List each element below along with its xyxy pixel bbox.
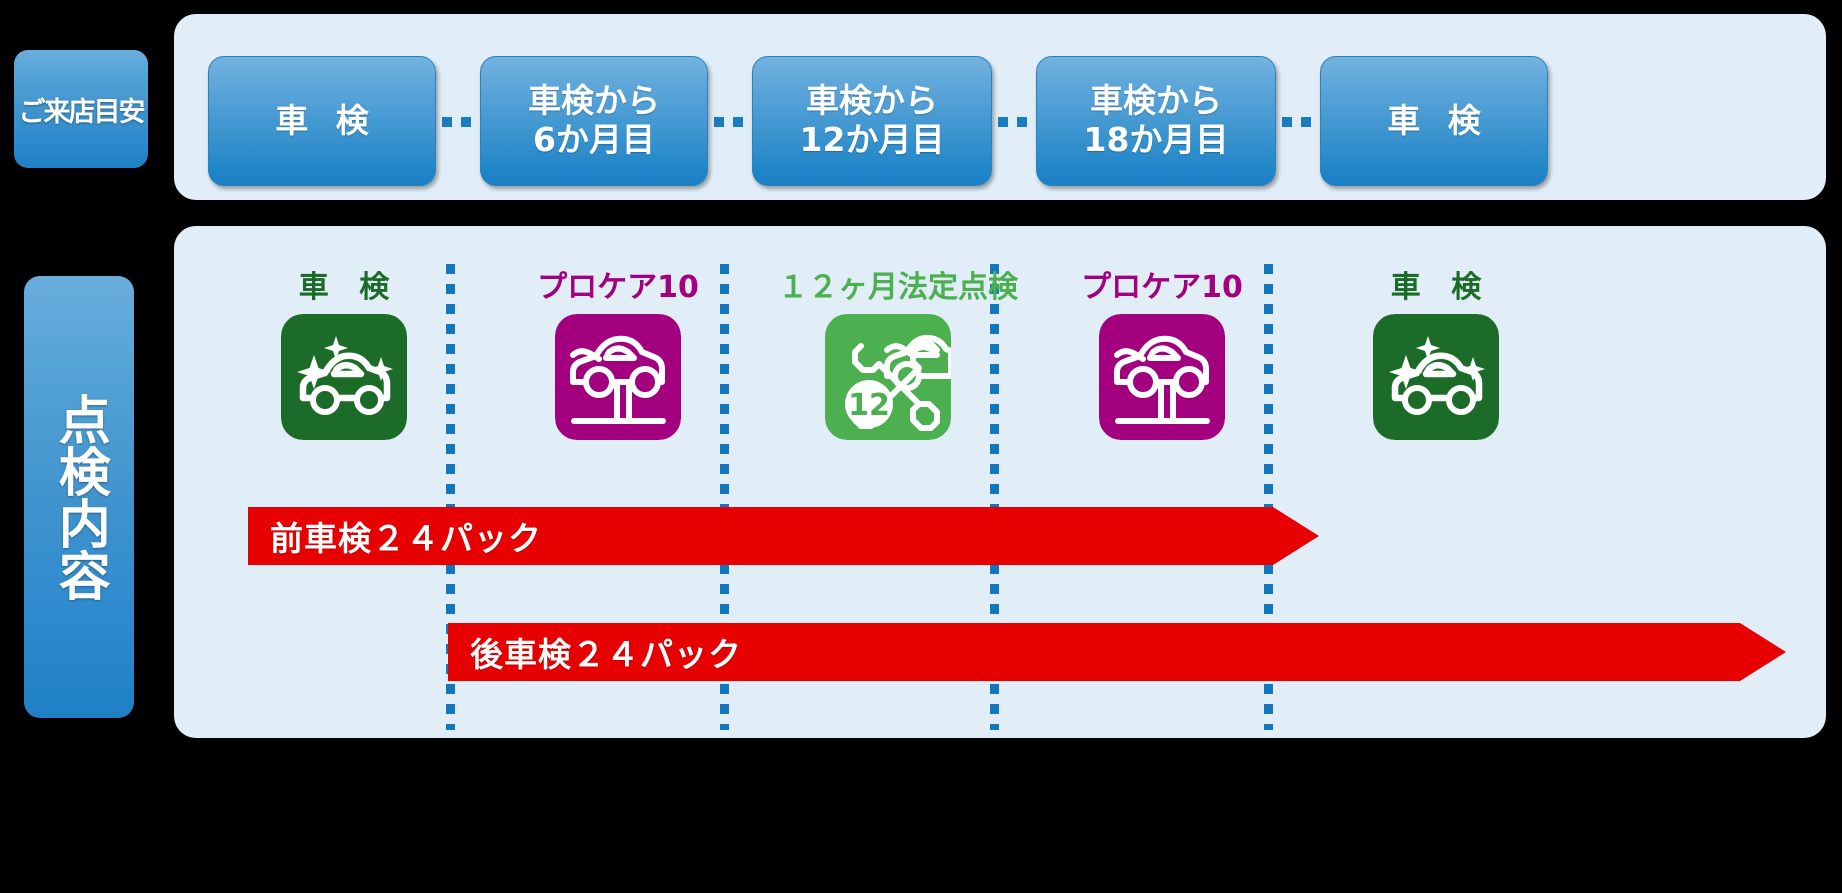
service-item-2-label: プロケア10 — [537, 270, 699, 305]
service-item-5[interactable]: 車 検 — [1326, 262, 1546, 440]
divider-1 — [446, 264, 455, 730]
package-bar-2[interactable]: 後車検２４パック — [448, 623, 1786, 681]
dotted-line-icon — [442, 117, 482, 127]
row-label-inspection-content-text: 点検内容 — [49, 393, 110, 601]
row-label-visit-guide-text: ご来店目安 — [18, 96, 146, 128]
arrow-head-icon — [1273, 507, 1319, 565]
timeline-step-5[interactable]: 車 検 — [1320, 56, 1548, 186]
service-item-4-label: プロケア10 — [1081, 270, 1243, 305]
service-item-1-label: 車 検 — [298, 270, 400, 305]
package-bar-2-label: 後車検２４パック — [448, 623, 1740, 681]
service-item-3-label: １２ヶ月法定点検 — [778, 270, 1018, 305]
svg-text:12: 12 — [848, 388, 890, 423]
divider-3 — [990, 264, 999, 730]
service-content-panel: 車 検 プロケア10 — [174, 226, 1826, 738]
service-item-1[interactable]: 車 検 — [234, 262, 454, 440]
dotted-line-icon — [998, 117, 1038, 127]
dotted-line-icon — [714, 117, 754, 127]
package-bar-1[interactable]: 前車検２４パック — [248, 507, 1319, 565]
timeline-step-1-label: 車 検 — [275, 100, 377, 140]
car-on-lift-icon — [1099, 314, 1225, 440]
timeline-step-1[interactable]: 車 検 — [208, 56, 436, 186]
row-label-visit-guide: ご来店目安 — [14, 50, 148, 168]
divider-4 — [1264, 264, 1273, 730]
service-item-4[interactable]: プロケア10 — [1052, 262, 1272, 440]
service-item-5-label: 車 検 — [1390, 270, 1492, 305]
car-sparkle-icon — [1373, 314, 1499, 440]
wrench-car-12-icon: 12 — [825, 314, 951, 440]
timeline-step-5-label: 車 検 — [1387, 100, 1489, 140]
row-label-inspection-content: 点検内容 — [24, 276, 134, 718]
service-item-3[interactable]: １２ヶ月法定点検 — [778, 262, 1018, 440]
service-item-2[interactable]: プロケア10 — [508, 262, 728, 440]
divider-2 — [720, 264, 729, 730]
car-sparkle-icon — [281, 314, 407, 440]
car-on-lift-icon — [555, 314, 681, 440]
dotted-line-icon — [1282, 117, 1322, 127]
package-bar-1-label: 前車検２４パック — [248, 507, 1273, 565]
arrow-head-icon — [1740, 623, 1786, 681]
